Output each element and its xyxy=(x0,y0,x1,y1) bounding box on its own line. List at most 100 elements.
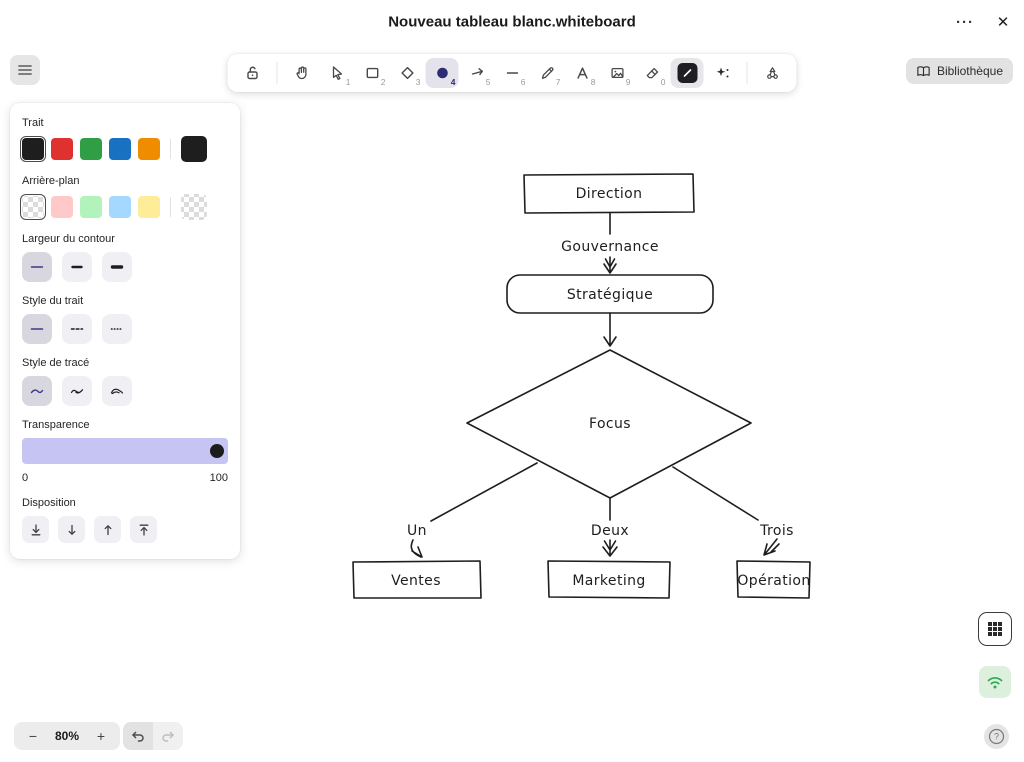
bring-forward-button[interactable] xyxy=(94,516,121,543)
current-stroke-color[interactable] xyxy=(181,136,207,162)
image-tool-button[interactable]: 9 xyxy=(601,58,634,88)
edge-gouvernance-arrowhead[interactable] xyxy=(603,256,617,274)
edge-un-label[interactable]: Un xyxy=(407,523,427,539)
arrow-tool-button[interactable]: 5 xyxy=(461,58,494,88)
color-swatch[interactable] xyxy=(51,196,73,218)
eraser-tool-button[interactable]: 0 xyxy=(636,58,669,88)
opacity-slider-knob[interactable] xyxy=(210,444,224,458)
node-ventes-label[interactable]: Ventes xyxy=(391,573,441,589)
main-menu-button[interactable] xyxy=(10,55,40,85)
node-ventes[interactable] xyxy=(352,560,482,599)
node-operation-label[interactable]: Opération xyxy=(737,573,810,589)
opacity-slider[interactable] xyxy=(22,438,228,464)
bring-to-front-button[interactable] xyxy=(130,516,157,543)
node-strategique-label[interactable]: Stratégique xyxy=(567,287,653,303)
sloppiness-architect-button[interactable] xyxy=(22,376,52,406)
layers-options xyxy=(22,516,228,543)
thin-line-icon xyxy=(30,266,44,268)
color-swatch[interactable] xyxy=(138,138,160,160)
edge-un-arrowhead[interactable] xyxy=(410,539,423,558)
more-options-button[interactable]: ··· xyxy=(952,10,978,34)
sloppiness-artist-button[interactable] xyxy=(62,376,92,406)
node-focus-label[interactable]: Focus xyxy=(589,416,631,432)
zoom-in-button[interactable]: + xyxy=(86,722,116,750)
color-swatch[interactable] xyxy=(22,138,44,160)
stroke-width-section-label: Largeur du contour xyxy=(22,233,115,245)
smart-picker-button[interactable] xyxy=(706,58,739,88)
node-marketing-label[interactable]: Marketing xyxy=(572,573,645,589)
hand-tool-button[interactable] xyxy=(286,58,319,88)
edge-un-line[interactable] xyxy=(430,462,538,522)
library-button[interactable]: Bibliothèque xyxy=(905,58,1013,84)
hamburger-icon xyxy=(18,65,32,75)
stroke-color-row xyxy=(22,136,228,162)
node-marketing[interactable] xyxy=(547,560,671,599)
edge-strategique-focus[interactable] xyxy=(603,312,617,347)
arrow-icon xyxy=(471,68,483,76)
unlock-icon xyxy=(246,66,258,80)
laser-pointer-button[interactable] xyxy=(670,58,704,88)
stroke-style-dashed-button[interactable] xyxy=(62,314,92,344)
text-tool-button[interactable]: 8 xyxy=(566,58,599,88)
color-swatch[interactable] xyxy=(22,196,44,218)
node-operation[interactable] xyxy=(736,560,811,599)
color-swatch[interactable] xyxy=(80,196,102,218)
selection-tool-button[interactable]: 1 xyxy=(321,58,354,88)
whiteboard-canvas[interactable]: Direction Gouvernance Stratégique Focus … xyxy=(330,160,830,610)
stroke-width-extrabold-button[interactable] xyxy=(102,252,132,282)
close-button[interactable]: ✕ xyxy=(990,10,1016,34)
sloppiness-cartoonist-button[interactable] xyxy=(102,376,132,406)
color-swatch[interactable] xyxy=(80,138,102,160)
line-tool-button[interactable]: 6 xyxy=(496,58,529,88)
stroke-section-label: Trait xyxy=(22,117,44,129)
undo-icon xyxy=(132,731,144,742)
layers-section-label: Disposition xyxy=(22,497,76,509)
stroke-width-options xyxy=(22,252,228,282)
grid-icon xyxy=(988,622,1002,636)
node-direction[interactable] xyxy=(523,173,695,214)
undo-button[interactable] xyxy=(123,722,153,750)
lock-tool-button[interactable] xyxy=(236,58,269,88)
edge-trois-arrowhead[interactable] xyxy=(763,538,780,556)
send-backward-button[interactable] xyxy=(58,516,85,543)
ellipsis-icon: ··· xyxy=(956,13,974,31)
draw-tool-button[interactable]: 7 xyxy=(531,58,564,88)
grid-toggle-button[interactable] xyxy=(978,612,1012,646)
edge-gouvernance-label[interactable]: Gouvernance xyxy=(561,239,659,255)
diamond-icon xyxy=(400,66,414,80)
send-to-back-button[interactable] xyxy=(22,516,49,543)
stroke-style-solid-button[interactable] xyxy=(22,314,52,344)
current-background-color[interactable] xyxy=(181,194,207,220)
solid-line-icon xyxy=(30,328,44,330)
ellipse-tool-button[interactable]: 4 xyxy=(425,58,459,88)
color-swatch[interactable] xyxy=(109,138,131,160)
color-swatch[interactable] xyxy=(51,138,73,160)
redo-button[interactable] xyxy=(153,722,183,750)
zoom-level[interactable]: 80% xyxy=(54,729,80,743)
color-swatch[interactable] xyxy=(109,196,131,218)
stroke-width-bold-button[interactable] xyxy=(62,252,92,282)
edge-trois-line[interactable] xyxy=(672,466,759,521)
background-section-label: Arrière-plan xyxy=(22,175,80,187)
cartoonist-stroke-icon xyxy=(110,388,124,395)
color-swatch[interactable] xyxy=(138,196,160,218)
swatch-divider xyxy=(170,139,171,159)
swatch-divider xyxy=(170,197,171,217)
shapes-library-button[interactable] xyxy=(756,58,789,88)
edge-deux-label[interactable]: Deux xyxy=(591,523,629,539)
diamond-tool-button[interactable]: 3 xyxy=(391,58,424,88)
stroke-style-options xyxy=(22,314,228,344)
node-direction-label[interactable]: Direction xyxy=(576,186,643,202)
stroke-style-dotted-button[interactable] xyxy=(102,314,132,344)
edge-deux-arrowhead[interactable] xyxy=(602,539,618,557)
stroke-width-thin-button[interactable] xyxy=(22,252,52,282)
send-to-back-icon xyxy=(31,523,40,535)
connection-status-button[interactable] xyxy=(979,666,1011,698)
rectangle-tool-button[interactable]: 2 xyxy=(356,58,389,88)
zoom-out-button[interactable]: − xyxy=(18,722,48,750)
edge-trois-label[interactable]: Trois xyxy=(759,523,794,539)
hand-icon xyxy=(295,66,307,80)
help-button[interactable]: ? xyxy=(984,724,1009,749)
stroke-style-section-label: Style du trait xyxy=(22,295,84,307)
